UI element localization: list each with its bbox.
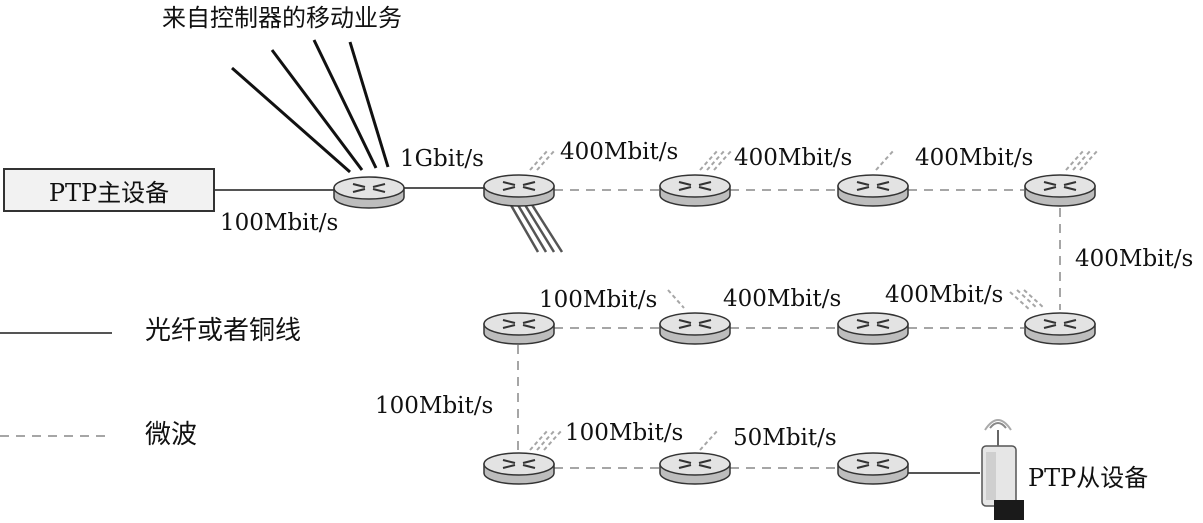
ptp-master-device: PTP主设备 (3, 168, 215, 212)
router-r6 (1024, 312, 1096, 345)
link-label-400-row2a: 400Mbit/s (723, 286, 842, 312)
antenna-stubs (529, 149, 1099, 451)
router-r7 (837, 312, 909, 345)
link-label-100-master: 100Mbit/s (220, 210, 339, 236)
microwave-links (517, 189, 1061, 469)
link-label-100-row2: 100Mbit/s (539, 287, 658, 313)
router-r11 (659, 452, 731, 485)
router-r1 (333, 176, 405, 209)
link-label-100-row3: 100Mbit/s (565, 420, 684, 446)
link-label-400-row2b: 400Mbit/s (885, 282, 1004, 308)
link-label-1g: 1Gbit/s (400, 146, 484, 172)
link-label-400-a: 400Mbit/s (560, 139, 679, 165)
link-label-400-vertical: 400Mbit/s (1075, 246, 1194, 272)
router-r3 (659, 174, 731, 207)
link-label-400-c: 400Mbit/s (915, 145, 1034, 171)
router-r9 (483, 312, 555, 345)
header-label: 来自控制器的移动业务 (162, 4, 402, 32)
controller-lines (231, 39, 390, 174)
routers (333, 174, 1096, 485)
router-r5 (1024, 174, 1096, 207)
outbound-lines-r2 (506, 199, 564, 253)
ptp-slave-label: PTP从设备 (1028, 464, 1149, 492)
ptp-slave-device-icon (981, 419, 1024, 520)
router-r4 (837, 174, 909, 207)
link-label-100-vertical: 100Mbit/s (375, 393, 494, 419)
router-r8 (659, 312, 731, 345)
legend-solid-label: 光纤或者铜线 (145, 316, 302, 346)
router-r10 (483, 452, 555, 485)
router-r12 (837, 452, 909, 485)
legend-dashed-label: 微波 (145, 420, 198, 450)
link-label-50-row3: 50Mbit/s (733, 425, 837, 451)
link-label-400-b: 400Mbit/s (734, 145, 853, 171)
router-r2 (483, 174, 555, 207)
